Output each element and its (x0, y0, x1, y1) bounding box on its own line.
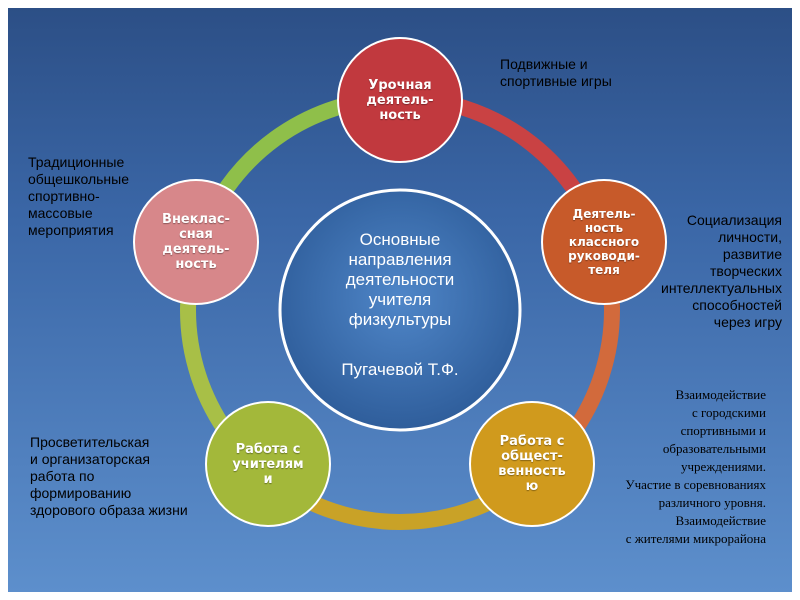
node-label-community: Работа с общест- венность ю (498, 434, 566, 494)
node-circle-lesson (337, 37, 463, 163)
note-interaction: Взаимодействие с городскими спортивными … (625, 387, 766, 546)
center-subtitle: Пугачевой Т.Ф. (341, 360, 459, 379)
node-label-lesson: Урочная деятель- ность (366, 77, 434, 123)
note-games: Подвижные и спортивные игры (500, 56, 612, 89)
note-enlightenment: Просветительская и организаторская работ… (30, 434, 188, 518)
node-circle-teachers (205, 401, 331, 527)
note-socialization: Социализация личности, развитие творческ… (661, 212, 782, 330)
node-label-class-teacher: Деятель- ность классного руководи- теля (568, 207, 640, 277)
node-label-teachers: Работа с учителям и (232, 441, 304, 487)
center-title: Основные направления деятельности учител… (345, 230, 455, 329)
node-circle-class-teacher (541, 179, 667, 305)
node-circle-extracurricular (133, 179, 259, 305)
cycle-diagram (133, 37, 667, 530)
node-label-extracurricular: Внеклас- сная деятель- ность (162, 212, 230, 272)
node-circle-community (469, 401, 595, 527)
note-traditional: Традиционные общешкольные спортивно- мас… (28, 154, 129, 238)
center-circle (278, 188, 522, 432)
slide: Основные направления деятельности учител… (8, 8, 792, 592)
